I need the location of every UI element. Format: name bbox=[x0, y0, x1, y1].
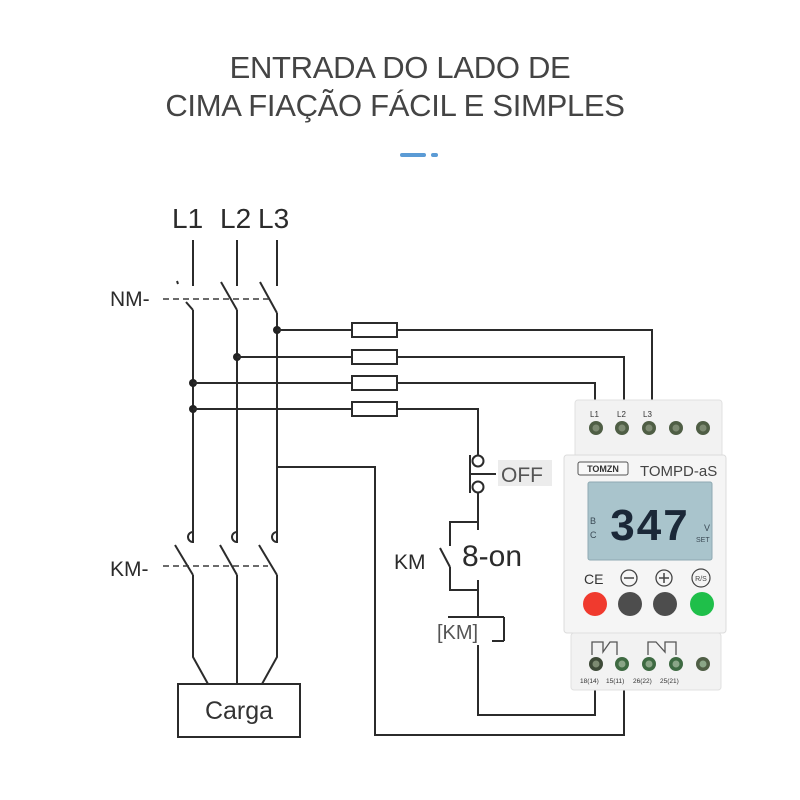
breaker-label: NM- bbox=[110, 288, 150, 311]
minus-legend-icon bbox=[620, 569, 638, 587]
fuse-2 bbox=[351, 349, 398, 365]
incoming-lines bbox=[192, 240, 278, 286]
accent-bar bbox=[400, 153, 426, 157]
power-button[interactable] bbox=[583, 592, 607, 616]
plus-legend-icon bbox=[655, 569, 673, 587]
rs-legend-label: R/S bbox=[695, 576, 707, 583]
minus-button[interactable] bbox=[618, 592, 642, 616]
terminal-label-l2: L2 bbox=[617, 410, 626, 419]
coil-return-wire bbox=[477, 645, 596, 716]
terminal-label-26-22: 26(22) bbox=[633, 678, 652, 685]
terminal-label-25-21: 25(21) bbox=[660, 678, 679, 685]
relay-contact-2-icon bbox=[647, 641, 677, 655]
contactor-label: KM- bbox=[110, 558, 149, 581]
model-label: TOMPD-aS bbox=[640, 463, 717, 480]
phase-label-l1: L1 bbox=[172, 203, 203, 234]
plus-button[interactable] bbox=[653, 592, 677, 616]
terminal-label-15-11: 15(11) bbox=[606, 678, 624, 685]
aux-contact-label: KM bbox=[394, 551, 426, 574]
brand-badge bbox=[577, 461, 629, 476]
accent-dot bbox=[431, 153, 438, 157]
lcd-indicator-c: C bbox=[590, 530, 597, 540]
note-label: 8-on bbox=[462, 540, 522, 573]
run-stop-button[interactable] bbox=[690, 592, 714, 616]
ce-mark: CE bbox=[584, 571, 603, 587]
off-button-symbol bbox=[469, 454, 496, 494]
terminal-label-l3: L3 bbox=[643, 410, 652, 419]
load-label: Carga bbox=[205, 697, 273, 725]
fuse-3 bbox=[351, 375, 398, 391]
aux-contact-symbol bbox=[439, 493, 479, 618]
coil-label: [KM] bbox=[437, 622, 478, 644]
fuse-4 bbox=[351, 401, 398, 417]
lcd-value: 347 bbox=[610, 501, 689, 550]
brand-label: TOMZN bbox=[587, 464, 619, 474]
off-label: OFF bbox=[501, 464, 543, 487]
relay-contact-1-icon bbox=[591, 641, 618, 655]
breaker-nm-symbol bbox=[163, 280, 278, 314]
coil-symbol bbox=[448, 616, 505, 642]
load-box bbox=[177, 683, 301, 738]
load-feeders bbox=[192, 575, 278, 685]
lcd-unit: V bbox=[704, 523, 710, 533]
terminal-label-18-14: 18(14) bbox=[580, 678, 599, 685]
off-label-bg bbox=[498, 460, 552, 486]
fuse-1 bbox=[351, 322, 398, 338]
fuses bbox=[351, 322, 398, 417]
contactor-km-symbol bbox=[163, 531, 278, 576]
lcd-display bbox=[587, 481, 713, 561]
phase-label-l2: L2 bbox=[220, 203, 251, 234]
junction-dots bbox=[189, 326, 281, 413]
bottom-terminal-screws bbox=[589, 657, 710, 671]
lcd-indicator-b: B bbox=[590, 516, 596, 526]
top-terminal-screws bbox=[589, 421, 710, 435]
voltage-relay-device: L1 L2 L3 TOMZN TOMPD-aS B C 347 V SET CE… bbox=[563, 399, 727, 691]
rs-legend-icon bbox=[691, 568, 711, 588]
phase-label-l3: L3 bbox=[258, 203, 289, 234]
phase-conductors bbox=[192, 310, 278, 543]
lcd-mode: SET bbox=[696, 537, 710, 544]
title-line-1: ENTRADA DO LADO DE bbox=[229, 50, 571, 85]
title-line-2: CIMA FIAÇÃO FÁCIL E SIMPLES bbox=[165, 88, 625, 123]
terminal-label-l1: L1 bbox=[590, 410, 599, 419]
